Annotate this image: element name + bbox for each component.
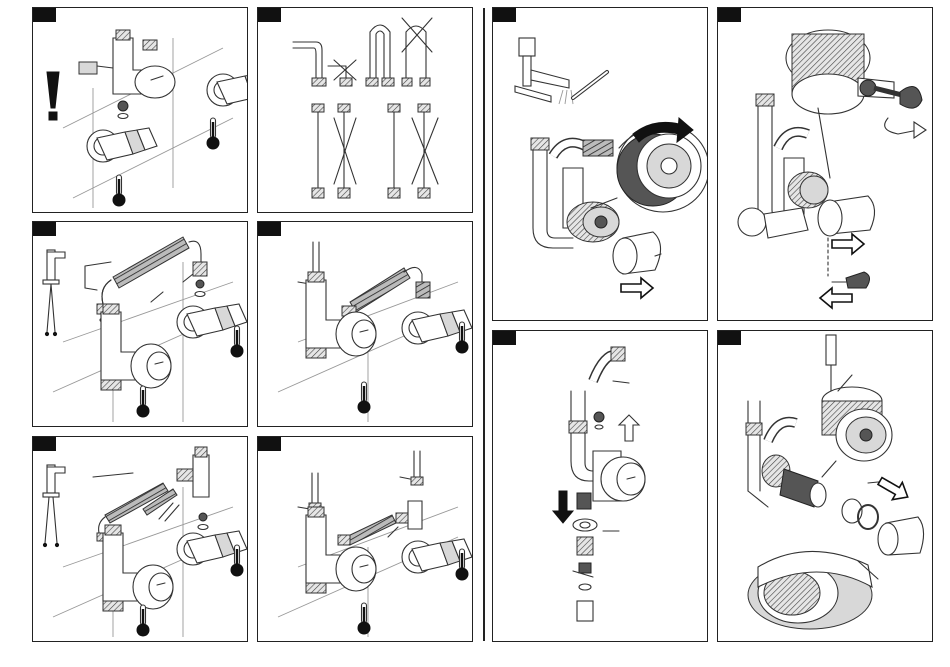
cartridge-magnified-lower — [748, 551, 878, 629]
key-icon — [832, 272, 870, 288]
mixer-assembly — [531, 138, 619, 248]
cartridge-key-illustration — [718, 8, 933, 321]
disassembly-sequence-illustration — [493, 331, 708, 642]
cartridge-upper — [822, 375, 892, 461]
angle-valve-left — [87, 128, 157, 162]
arrow-icon — [832, 234, 864, 254]
panel-hose-connection-alt — [257, 221, 473, 427]
mixer-body — [103, 525, 173, 611]
panel-valve-check — [32, 7, 248, 213]
thermometer-icon — [113, 175, 125, 206]
cover-cap — [878, 517, 924, 555]
cartridge-insert — [780, 461, 888, 507]
panel-disassembly-sequence — [492, 330, 708, 642]
hose-connection-alt-illustration — [258, 222, 473, 427]
cartridge-replacement-illustration — [718, 331, 933, 642]
angle-valve-right — [207, 72, 248, 106]
hose-connection-illustration — [33, 222, 248, 427]
angle-valve-left — [738, 208, 808, 238]
parts-stack — [553, 491, 619, 621]
screwdriver-icon — [826, 335, 836, 397]
o-rings — [842, 499, 878, 529]
mixer-assembly — [756, 94, 830, 228]
thermometer-icon — [573, 72, 607, 98]
cartridge-magnified — [591, 118, 708, 212]
thermometer-icon — [231, 326, 243, 357]
thermometer-icon — [207, 118, 219, 149]
u-pipe-crossed — [402, 18, 432, 86]
mixer-body — [306, 507, 376, 593]
double-hose-illustration — [33, 437, 248, 642]
arrow-icon — [621, 278, 653, 298]
faucet-icon — [43, 465, 65, 547]
cartridge-magnified — [786, 30, 894, 114]
temperature-calibration-illustration — [493, 8, 708, 321]
mixer-assembly — [569, 347, 645, 501]
hose-set — [338, 501, 422, 545]
double-hose-alt-illustration — [258, 437, 473, 642]
panel-cartridge-replacement — [717, 330, 933, 642]
mixer-body — [306, 272, 376, 358]
u-pipe-ok — [366, 25, 394, 86]
mixer-body — [101, 304, 171, 390]
cover-cap — [613, 232, 661, 274]
panel-pipe-options — [257, 7, 473, 213]
upper-pipes — [298, 451, 423, 511]
straight-hoses — [312, 104, 438, 198]
valve-check-illustration — [33, 8, 248, 213]
faucet-icon — [515, 38, 573, 104]
panel-double-hose-alt — [257, 436, 473, 642]
cover-cap — [818, 196, 875, 236]
thermometer-icon — [137, 386, 149, 417]
panel-hose-connection — [32, 221, 248, 427]
arrow-icon — [875, 472, 913, 505]
panel-temperature-calibration — [492, 7, 708, 321]
arrow-icon — [820, 288, 852, 308]
pipe-options-illustration — [258, 8, 473, 213]
faucet-icon — [43, 250, 65, 336]
panel-cartridge-key — [717, 7, 933, 321]
elbow-pipe-ok — [293, 42, 326, 86]
exclamation-icon — [47, 72, 59, 120]
thermometer-icon — [137, 605, 149, 636]
column-divider — [483, 8, 485, 641]
elbow-pipe-crossed — [328, 60, 356, 86]
panel-double-hose — [32, 436, 248, 642]
